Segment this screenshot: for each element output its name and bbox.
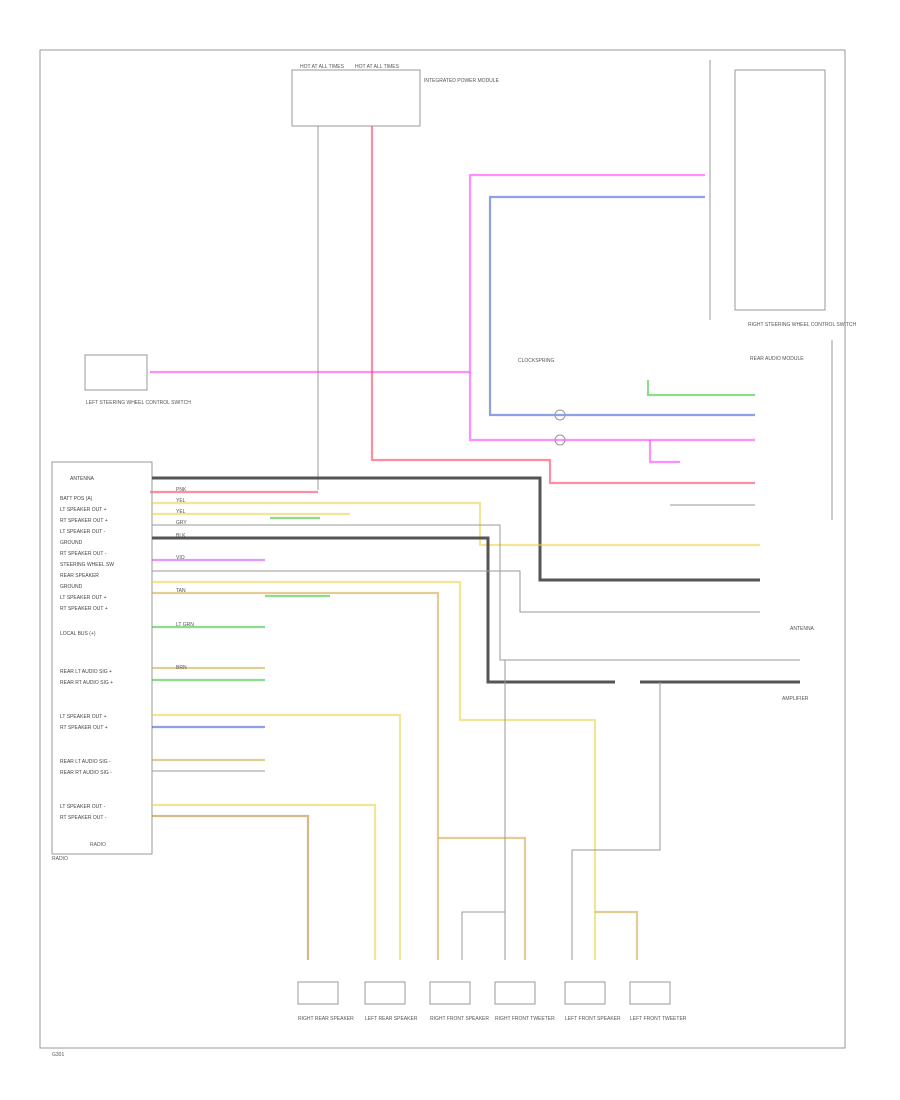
wire-code: YEL [176, 498, 186, 504]
speaker-left-front: LEFT FRONT SPEAKER [564, 981, 621, 1022]
tweeter-right-front: RIGHT FRONT TWEETER [494, 981, 555, 1022]
wire-black-1 [152, 536, 615, 684]
wire-yellow-4 [152, 713, 402, 960]
pin-label: LT SPEAKER OUT + [60, 507, 107, 513]
pin-label: REAR LT AUDIO SIG + [60, 669, 112, 675]
radio-connector [51, 461, 153, 855]
speaker-right-front: RIGHT FRONT SPEAKER [429, 981, 489, 1022]
left-switch-label: LEFT STEERING WHEEL CONTROL SWITCH [86, 400, 191, 406]
wire-tan-split [438, 836, 527, 960]
clockspring-label: CLOCKSPRING [518, 358, 555, 364]
pin-label: RT SPEAKER OUT + [60, 725, 108, 731]
wire-brown [152, 814, 310, 960]
wire-blue [488, 195, 755, 417]
pin-label: RT SPEAKER OUT + [60, 518, 108, 524]
fuse-label-1: HOT AT ALL TIMES [300, 64, 345, 70]
pin-label: ANTENNA [70, 476, 95, 482]
wire-pink-top [150, 173, 705, 374]
wire-tan-4 [595, 910, 639, 960]
wire-yellow-1 [152, 501, 760, 547]
speaker-icon [364, 981, 406, 1005]
wire-yellow-5 [152, 803, 377, 960]
wire-antenna [152, 476, 760, 582]
speaker-label: RIGHT FRONT SPEAKER [430, 1016, 489, 1022]
wire-gray-4 [571, 682, 661, 960]
wire-pink-branch [648, 440, 680, 464]
speaker-icon [564, 981, 606, 1005]
tweeter-icon [629, 981, 671, 1005]
pin-label: BATT POS (A) [60, 496, 93, 502]
speaker-label: LEFT REAR SPEAKER [365, 1016, 418, 1022]
pin-label: RT SPEAKER OUT - [60, 551, 107, 557]
fuse-label-2: HOT AT ALL TIMES [355, 64, 400, 70]
pin-label: REAR RT AUDIO SIG - [60, 770, 112, 776]
pin-label: LT SPEAKER OUT + [60, 595, 107, 601]
pin-label: REAR SPEAKER [60, 573, 99, 579]
wire-code: PNK [176, 487, 187, 493]
fuse-block [291, 69, 421, 127]
antenna-label: ANTENNA [790, 626, 815, 632]
left-switch-box [84, 354, 148, 391]
speaker-icon [429, 981, 471, 1005]
amplifier-label: AMPLIFIER [782, 696, 809, 702]
speaker-label: LEFT FRONT SPEAKER [565, 1016, 621, 1022]
speaker-label: LEFT FRONT TWEETER [630, 1016, 687, 1022]
pin-label: REAR RT AUDIO SIG + [60, 680, 113, 686]
wire-code: LT GRN [176, 622, 194, 628]
pin-label: RT SPEAKER OUT - [60, 815, 107, 821]
pin-label: GROUND [60, 584, 83, 590]
pin-label: LT SPEAKER OUT - [60, 804, 106, 810]
wire-code: BLK [176, 533, 186, 539]
wire-color-codes: PNK YEL YEL GRY BRN VIO BLK TAN LT GRN [176, 487, 194, 671]
radio-label: RADIO [52, 856, 68, 862]
pin-label: REAR LT AUDIO SIG - [60, 759, 111, 765]
pin-label: LOCAL BUS (+) [60, 631, 96, 637]
wire-code: BRN [176, 665, 187, 671]
wire-yellow-3 [152, 580, 597, 960]
clockspring-terminal [554, 409, 566, 421]
wire-gray-2 [152, 570, 760, 613]
wire-gray-1 [152, 524, 800, 661]
wire-gray-5 [461, 660, 506, 960]
wire-code: TAN [176, 588, 186, 594]
wire-green-top [646, 380, 755, 397]
right-switch-box [734, 69, 826, 311]
pin-label: RT SPEAKER OUT + [60, 606, 108, 612]
pin-label: STEERING WHEEL SW [60, 562, 114, 568]
wire-red [370, 126, 755, 485]
clockspring-terminal [554, 434, 566, 446]
speaker-left-rear: LEFT REAR SPEAKER [364, 981, 418, 1022]
diagram-border [39, 49, 846, 1049]
right-switch-label: RIGHT STEERING WHEEL CONTROL SWITCH [748, 322, 857, 328]
speaker-label: RIGHT REAR SPEAKER [298, 1016, 354, 1022]
pin-label: LT SPEAKER OUT - [60, 529, 106, 535]
radio-pin-labels: ANTENNA BATT POS (A) LT SPEAKER OUT + RT… [60, 476, 114, 821]
footer-label: G301 [52, 1052, 64, 1058]
radio-footer: RADIO [90, 842, 106, 848]
wire-code: VIO [176, 555, 185, 561]
tweeter-icon [494, 981, 536, 1005]
right-module-label: REAR AUDIO MODULE [750, 356, 804, 362]
wire-tan-1 [152, 591, 440, 960]
wire-pink-main [468, 372, 755, 442]
speaker-icon [297, 981, 339, 1005]
wire-code: YEL [176, 509, 186, 515]
speaker-label: RIGHT FRONT TWEETER [495, 1016, 555, 1022]
pin-label: GROUND [60, 540, 83, 546]
tweeter-left-front: LEFT FRONT TWEETER [629, 981, 687, 1022]
speaker-right-rear: RIGHT REAR SPEAKER [297, 981, 354, 1022]
fuse-note: INTEGRATED POWER MODULE [424, 78, 500, 84]
wire-code: GRY [176, 520, 187, 526]
pin-label: LT SPEAKER OUT + [60, 714, 107, 720]
